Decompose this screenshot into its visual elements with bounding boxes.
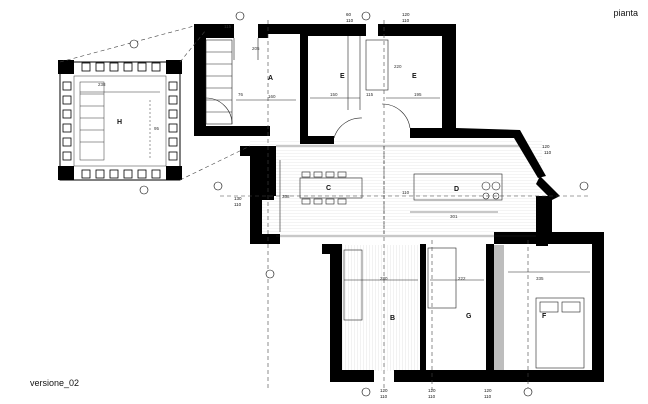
floor-areas <box>206 30 542 371</box>
sec-bot3: 120 <box>484 388 492 393</box>
room-g-label: G <box>466 313 472 320</box>
sec-top1: 60 <box>346 12 352 17</box>
dim-hatch: 220 <box>394 64 402 69</box>
sec-bot3b: 110 <box>484 394 492 399</box>
sec-top2b: 110 <box>402 18 410 23</box>
sec-top1b: 110 <box>346 18 354 23</box>
room-a-label: A <box>268 75 273 82</box>
dim-e2-width: 195 <box>414 92 422 97</box>
dim-e-small: 115 <box>366 92 374 97</box>
dim-f-width: 335 <box>536 276 544 281</box>
sec-bot2b: 110 <box>428 394 436 399</box>
dim-c-small: 76 <box>238 92 244 97</box>
plan-title: pianta <box>613 8 638 18</box>
dim-a-width: 160 <box>268 94 276 99</box>
room-d-label: D <box>454 186 459 193</box>
room-h-label: H <box>117 119 122 126</box>
detail-h <box>58 25 251 181</box>
dim-e1-width: 150 <box>330 92 338 97</box>
dim-d-width: 301 <box>450 214 458 219</box>
sec-bot2: 120 <box>428 388 436 393</box>
dim-h-width: 238 <box>98 82 106 87</box>
dim-h-side: 95 <box>154 126 160 131</box>
sec-left: 130 <box>234 196 242 201</box>
dim-a-top: 205 <box>252 46 260 51</box>
sec-bot1: 120 <box>380 388 388 393</box>
sec-top2: 120 <box>402 12 410 17</box>
version-label: versione_02 <box>30 378 80 388</box>
room-b-label: B <box>390 315 395 322</box>
sec-right: 120 <box>542 144 550 149</box>
dim-a-stair: 115 <box>224 24 232 29</box>
section-markers <box>129 11 589 397</box>
dim-g-width: 222 <box>458 276 466 281</box>
room-e2-label: E <box>412 73 417 80</box>
sec-leftb: 110 <box>234 202 242 207</box>
room-e1-label: E <box>340 73 345 80</box>
sec-rightb: 110 <box>544 150 552 155</box>
inner-lines <box>205 20 590 390</box>
room-f-label: F <box>542 313 547 320</box>
sec-bot1b: 110 <box>380 394 388 399</box>
dim-b-width: 280 <box>380 276 388 281</box>
room-c-label: C <box>326 185 331 192</box>
dim-d-side: 110 <box>402 190 410 195</box>
dim-c-width: 338 <box>282 194 290 199</box>
